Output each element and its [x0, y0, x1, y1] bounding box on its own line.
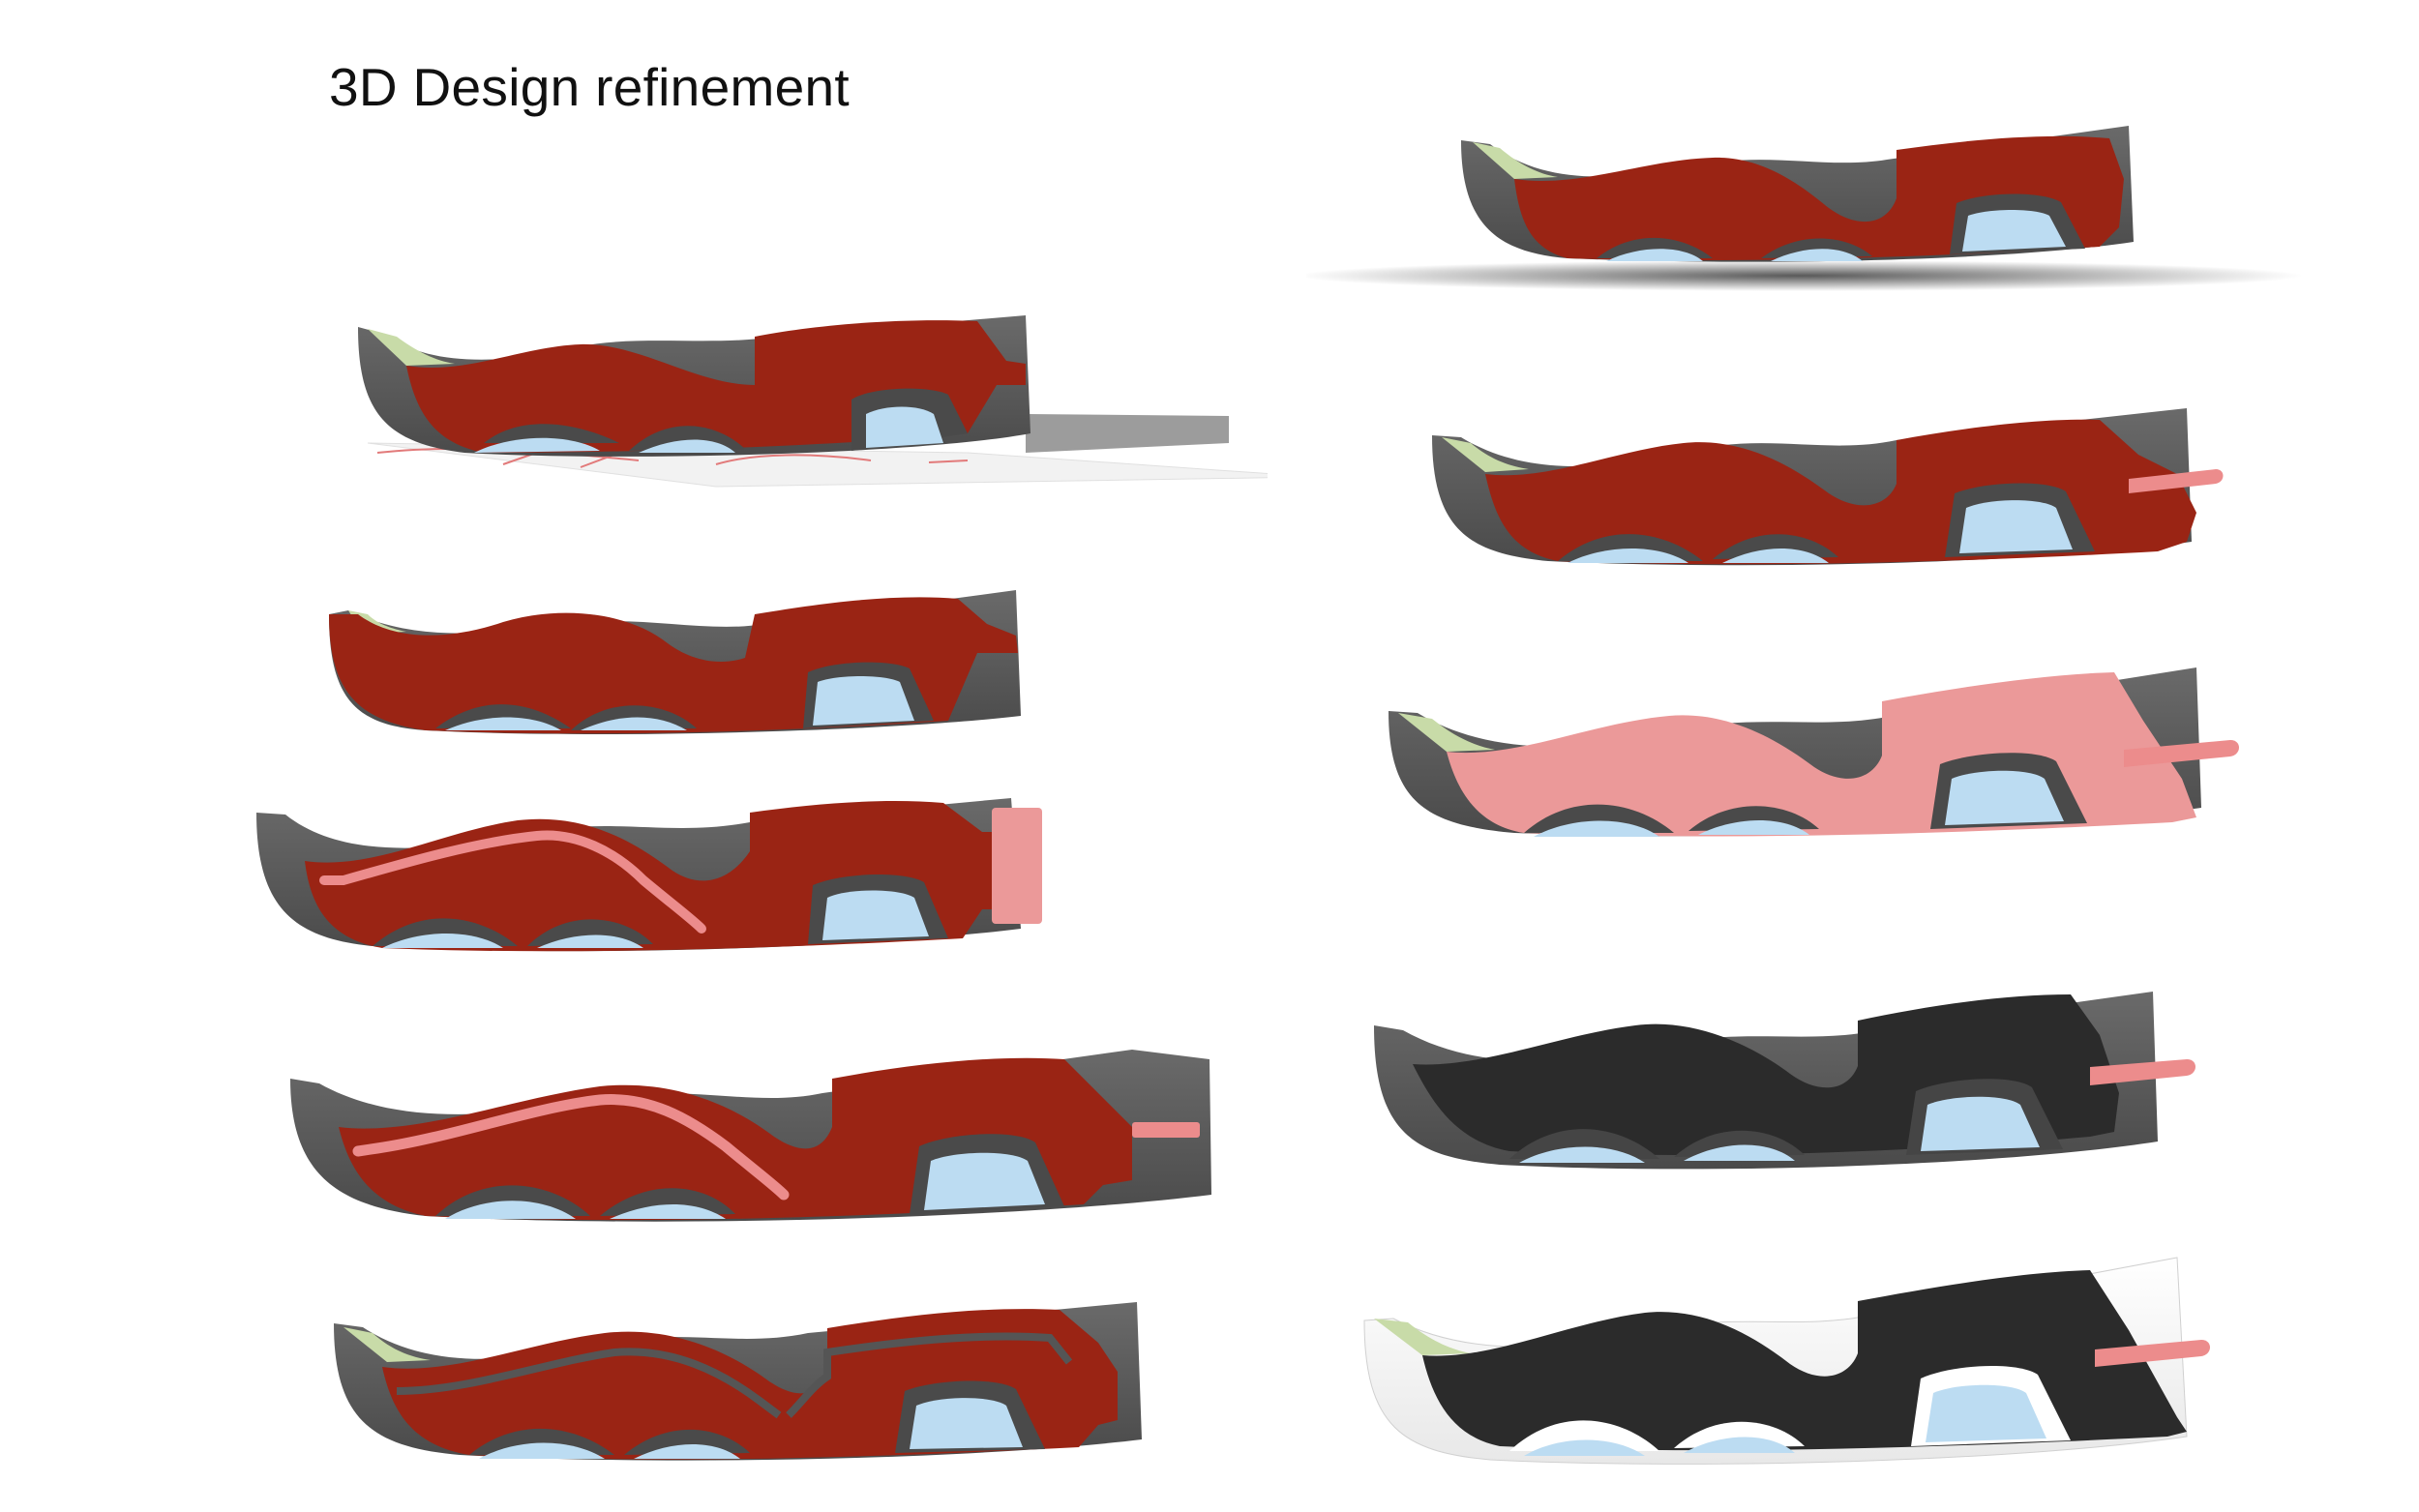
render-variant-7 [1422, 397, 2235, 590]
render-variant-8 [1379, 663, 2250, 866]
render-variant-5 [324, 1294, 1156, 1488]
render-variant-9 [1364, 977, 2206, 1195]
render-variant-6 [1306, 121, 2313, 305]
render-variant-4 [281, 1040, 1229, 1253]
render-variant-3 [247, 793, 1069, 977]
render-variant-10 [1355, 1253, 2225, 1485]
render-variant-2 [319, 585, 1035, 750]
render-variant-1 [348, 308, 1268, 501]
page-title: 3D Design refinement [329, 57, 850, 117]
